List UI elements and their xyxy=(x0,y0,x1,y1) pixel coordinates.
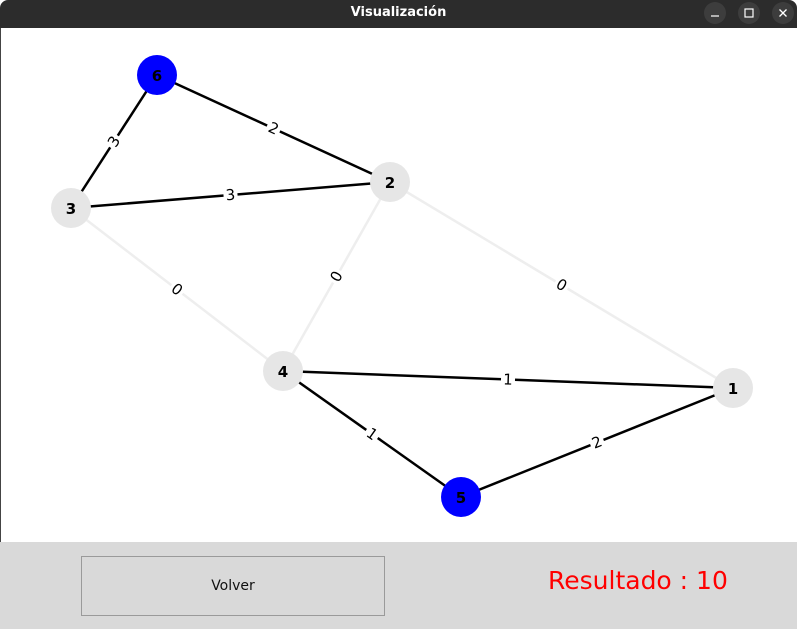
node-label-6: 6 xyxy=(152,67,162,85)
node-label-4: 4 xyxy=(278,363,288,381)
edge-label-bg xyxy=(325,265,348,288)
edge-label-bg xyxy=(263,117,284,140)
graph-node-5 xyxy=(441,477,481,517)
graph-node-4 xyxy=(263,351,303,391)
edge-label-bg xyxy=(222,185,239,205)
title-bar: Visualización xyxy=(0,0,797,28)
edge-label-bg xyxy=(102,130,126,153)
close-icon[interactable] xyxy=(772,2,794,24)
node-label-5: 5 xyxy=(456,489,466,507)
back-button[interactable]: Volver xyxy=(81,556,385,616)
graph-node-2 xyxy=(370,162,410,202)
edge-label-bg xyxy=(165,278,189,301)
node-label-2: 2 xyxy=(385,174,395,192)
maximize-icon[interactable] xyxy=(738,2,760,24)
edge-label-bg xyxy=(550,273,573,297)
edge-label-bg xyxy=(587,431,607,454)
edge-label-bg xyxy=(500,370,516,389)
nodes-layer: 1 2 3 4 5 6 xyxy=(51,55,753,517)
edge-weight-label: 3 xyxy=(225,186,236,205)
node-label-1: 1 xyxy=(728,380,738,398)
graph-node-3 xyxy=(51,188,91,228)
minimize-icon[interactable] xyxy=(704,2,726,24)
graph-node-6 xyxy=(137,55,177,95)
edge-weight-label: 1 xyxy=(503,370,513,388)
bottom-panel: Volver Resultado : 10 xyxy=(0,542,797,629)
result-label: Resultado : 10 xyxy=(548,566,728,595)
window-title: Visualización xyxy=(350,5,447,20)
graph-node-1 xyxy=(713,368,753,408)
node-label-3: 3 xyxy=(66,200,76,218)
edge-label-bg xyxy=(361,422,383,446)
